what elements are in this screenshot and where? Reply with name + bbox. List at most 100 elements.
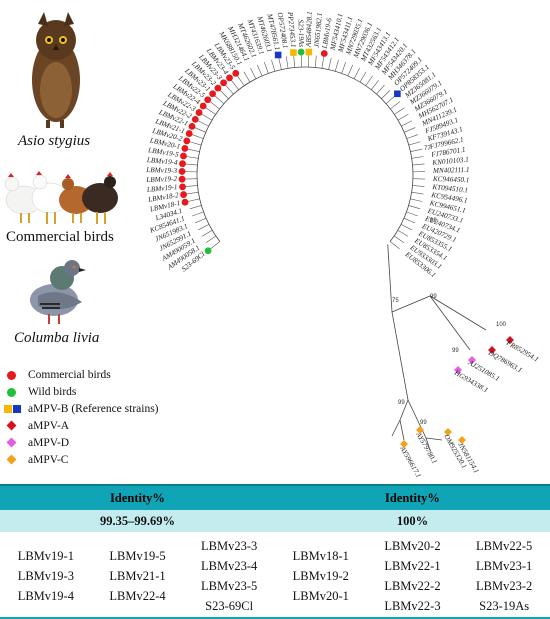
chickens-photo xyxy=(2,160,122,228)
tree-branch xyxy=(190,205,202,208)
tree-branch xyxy=(195,218,206,223)
legend-item-ampv-c: aMPV-C xyxy=(4,451,159,468)
red-circle-marker xyxy=(186,130,193,137)
tree-branch xyxy=(394,108,404,115)
tree-branch xyxy=(413,164,425,165)
legend-item-ampv-a: aMPV-A xyxy=(4,417,159,434)
blue-square-icon xyxy=(13,405,21,413)
outgroup-branch xyxy=(430,296,470,350)
tree-branch xyxy=(354,68,359,79)
strain-label: LBMv22-3 xyxy=(368,596,458,616)
orange-diamond-icon xyxy=(7,454,17,464)
yellow-square-icon xyxy=(4,405,12,413)
tree-branch xyxy=(409,205,421,208)
tree-ring-branch xyxy=(197,67,413,241)
strain-label: LBMv19-1 xyxy=(1,546,91,566)
outgroup-branch xyxy=(392,296,486,330)
legend-item-ampv-d: aMPV-D xyxy=(4,434,159,451)
red-circle-marker xyxy=(183,138,190,145)
red-circle-marker xyxy=(179,176,186,183)
tree-branch xyxy=(401,121,412,126)
support-value: 99 xyxy=(420,420,427,426)
red-diamond-icon xyxy=(7,420,17,430)
strain-label: LBMv23-3 xyxy=(184,536,274,556)
tree-leaf-label: AY579780.1 xyxy=(414,430,439,465)
tree-branch xyxy=(322,56,324,68)
tree-branch xyxy=(215,96,224,104)
tree-branch xyxy=(390,241,399,248)
strain-label: LBMv22-4 xyxy=(93,586,183,606)
red-circle-marker xyxy=(192,116,199,123)
support-value: 77 xyxy=(424,146,431,152)
red-circle-marker xyxy=(180,153,187,160)
blue-square-marker xyxy=(394,90,401,97)
owl-caption: Asio stygius xyxy=(18,133,90,150)
tree-branch xyxy=(315,56,316,68)
tree-branch xyxy=(404,218,415,223)
tree-branch xyxy=(286,56,288,68)
red-circle-marker xyxy=(180,191,187,198)
identity-column: LBMv23-3 LBMv23-4 LBMv23-5 S23-69Cl xyxy=(183,532,275,618)
strain-label: LBMv19-2 xyxy=(276,566,366,586)
tree-branch xyxy=(410,199,422,202)
tree-branch xyxy=(271,60,274,72)
legend-item-wild: Wild birds xyxy=(4,383,159,400)
legend-item-ampv-b: aMPV-B (Reference strains) xyxy=(4,400,159,417)
tree-branch xyxy=(186,185,198,186)
chickens-caption: Commercial birds xyxy=(6,229,114,246)
red-circle-marker xyxy=(321,50,328,57)
red-circle-icon xyxy=(7,371,16,380)
tree-leaf-label: AY596617.1 xyxy=(398,444,423,479)
tree-branch xyxy=(186,156,198,158)
identity-column: LBMv19-5 LBMv21-1 LBMv22-4 xyxy=(92,532,184,618)
tree-branch xyxy=(198,224,209,229)
tree-branch xyxy=(335,60,338,72)
tree-branch xyxy=(210,241,219,248)
tree-branch xyxy=(366,76,373,86)
pigeon-caption: Columba livia xyxy=(14,330,99,347)
tree-branch xyxy=(329,58,332,70)
identity-column: LBMv19-1 LBMv19-3 LBMv19-4 xyxy=(0,532,92,618)
support-value: 99 xyxy=(452,348,459,354)
identity-header-left: Identity% xyxy=(0,485,275,510)
red-circle-marker xyxy=(182,199,189,206)
tree-branch xyxy=(342,62,346,73)
red-circle-marker xyxy=(179,160,186,167)
support-value: 99 xyxy=(430,218,437,224)
red-circle-marker xyxy=(220,79,227,86)
red-circle-marker xyxy=(232,70,239,77)
identity-column: LBMv20-2 LBMv22-1 LBMv22-2 LBMv22-3 xyxy=(367,532,459,618)
tree-branch xyxy=(404,128,415,133)
support-value: 75 xyxy=(392,298,399,304)
tree-branch xyxy=(348,65,353,76)
tree-branch xyxy=(409,142,421,145)
tree-branch xyxy=(206,108,216,115)
tree-branch xyxy=(407,135,418,139)
legend: Commercial birds Wild birds aMPV-B (Refe… xyxy=(4,366,159,468)
support-value: 100 xyxy=(496,322,507,328)
tree-branch xyxy=(412,185,424,186)
tree-branch xyxy=(192,212,203,216)
identity-table: Identity% Identity% 99.35–99.69% 100% LB… xyxy=(0,484,550,619)
tree-leaf-label: LBMv19-2 xyxy=(145,175,177,184)
identity-header-right: Identity% xyxy=(275,485,550,510)
tree-branch xyxy=(202,114,212,120)
tree-branch xyxy=(401,224,412,229)
tree-branch xyxy=(398,230,408,236)
strain-label: LBMv22-2 xyxy=(368,576,458,596)
owl-photo xyxy=(20,10,90,130)
tree-leaf-label: LBMv19-3 xyxy=(145,166,177,175)
tree-branch xyxy=(237,76,244,86)
strain-label: LBMv20-1 xyxy=(276,586,366,606)
tree-branch xyxy=(371,80,378,89)
legend-item-commercial: Commercial birds xyxy=(4,366,159,383)
red-circle-marker xyxy=(204,96,211,103)
tree-branch xyxy=(250,68,255,79)
red-circle-marker xyxy=(226,74,233,81)
strain-label: LBMv23-2 xyxy=(459,576,549,596)
tree-branch xyxy=(226,85,234,94)
tree-branch xyxy=(210,102,219,109)
tree-branch xyxy=(412,156,424,158)
identity-column: LBMv18-1 LBMv19-2 LBMv20-1 xyxy=(275,532,367,618)
outgroup-branch xyxy=(392,400,408,440)
